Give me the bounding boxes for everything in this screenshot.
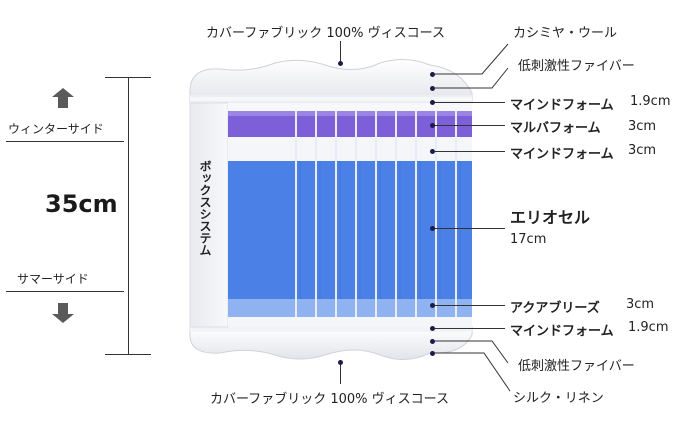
layer-label-mindfoam-bottom: マインドフォーム [510, 324, 614, 339]
leader-fiber-bottom [434, 340, 509, 364]
top-cover-dot [338, 61, 343, 66]
layer-dot-cashmere [430, 72, 435, 77]
layer-dot-fiber-top [430, 86, 435, 91]
layer-dot-aquabreeze [430, 303, 435, 308]
layer-label-silk-linen: シルク・リネン [513, 391, 604, 406]
layer-label-mindfoam-mid: マインドフォーム [510, 147, 614, 162]
leader-mindfoam-top [435, 102, 505, 103]
winter-underline [6, 141, 124, 142]
winter-side-label: ウィンターサイド [8, 122, 104, 136]
total-height-label: 35cm [45, 190, 118, 218]
leader-mindfoam-mid [435, 151, 505, 152]
layer-size-mindfoam-bottom: 1.9cm [628, 320, 669, 335]
leader-aquabreeze [435, 305, 505, 306]
layer-dot-mindfoam-mid [430, 149, 435, 154]
layer-dot-malva [430, 123, 435, 128]
leader-cashmere [434, 43, 509, 75]
layer-size-mindfoam-mid: 3cm [628, 143, 657, 158]
scale-bottom-tick [105, 354, 151, 355]
summer-side-label: サマーサイド [17, 272, 89, 286]
bottom-cover-dot [338, 360, 343, 365]
layer-dot-mindfoam-top [430, 100, 435, 105]
layer-label-malva-foam: マルバフォーム [510, 121, 601, 136]
top-cover-label: カバーファブリック 100% ヴィスコース [206, 26, 446, 41]
leader-silk-linen [434, 352, 511, 392]
layer-size-malva-foam: 3cm [628, 119, 657, 134]
box-system-label: ボックスシステム [198, 160, 212, 256]
leader-mindfoam-bottom [435, 328, 505, 329]
leader-fiber-top [434, 67, 509, 89]
bottom-cover-pointer [340, 362, 341, 384]
layer-dot-mindfoam-bottom [430, 326, 435, 331]
layer-label-fiber-top: 低刺激性ファイバー [518, 59, 635, 74]
arrow-down-icon [52, 303, 74, 323]
layer-label-eliocell: エリオセル [510, 208, 591, 227]
layer-label-mindfoam-top: マインドフォーム [510, 98, 614, 113]
layer-label-aquabreeze: アクアブリーズ [510, 301, 600, 316]
layer-dot-silk-linen [430, 351, 435, 356]
layer-label-fiber-bottom: 低刺激性ファイバー [518, 359, 635, 374]
bottom-cover-label: カバーファブリック 100% ヴィスコース [210, 392, 450, 407]
layer-label-cashmere-wool: カシミヤ・ウール [513, 26, 618, 41]
summer-underline [6, 291, 124, 292]
layer-size-eliocell: 17cm [510, 232, 547, 247]
top-cover-pointer [340, 41, 341, 63]
arrow-up-icon [52, 88, 74, 108]
scale-vertical-line [128, 77, 129, 354]
layer-size-mindfoam-top: 1.9cm [630, 94, 671, 109]
layer-dot-eliocell [430, 226, 435, 231]
leader-eliocell [435, 228, 505, 229]
mattress-cross-section [189, 59, 473, 360]
layer-size-aquabreeze: 3cm [626, 297, 655, 312]
layer-dot-fiber-bottom [430, 339, 435, 344]
leader-malva [435, 125, 505, 126]
